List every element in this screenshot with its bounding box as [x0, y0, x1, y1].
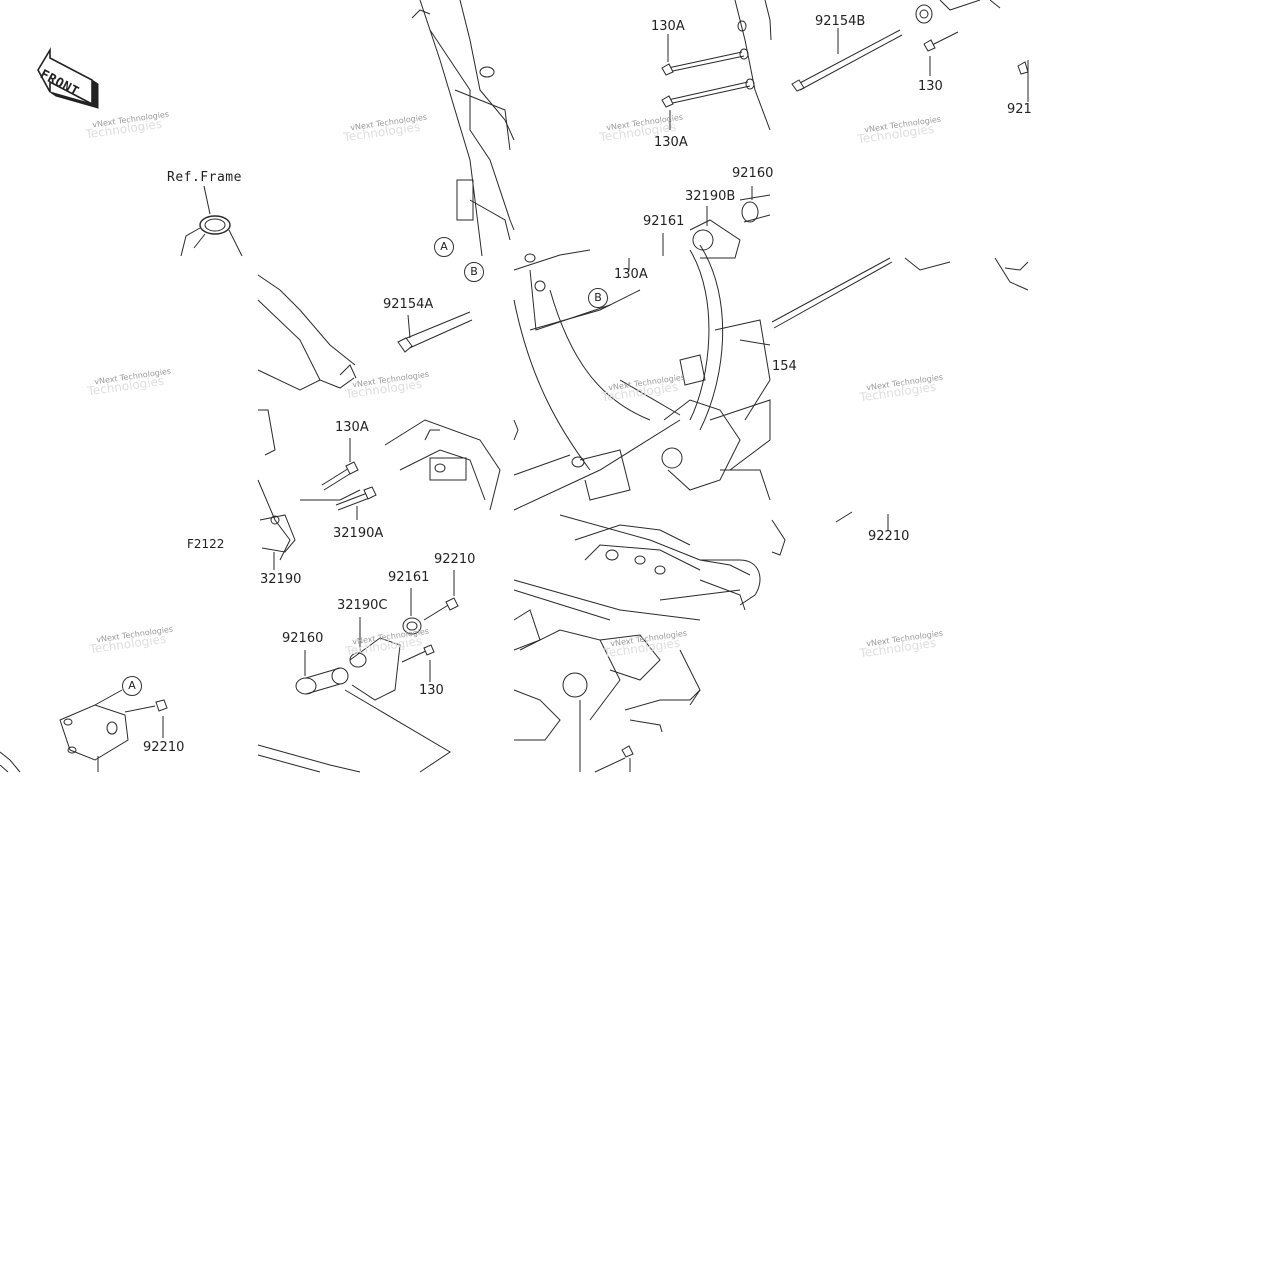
part-label-32190B: 32190B [685, 189, 736, 204]
callout-b: B [464, 262, 484, 282]
part-label-130: 130 [419, 683, 444, 698]
part-label-130A: 130A [614, 267, 648, 282]
bolt-130A-center [322, 438, 376, 520]
front-arrow-icon [38, 50, 98, 108]
bushing-group-32190C [258, 570, 458, 772]
ref-frame-label: Ref.Frame [167, 170, 242, 185]
part-label-32190: 32190 [260, 572, 302, 587]
part-label-92161: 92161 [643, 214, 685, 229]
part-label-921: 921 [1007, 102, 1032, 117]
bolt-92154A [398, 312, 472, 352]
part-label-92154A: 92154A [383, 297, 434, 312]
part-label-130A: 130A [651, 19, 685, 34]
frame-head-section [412, 0, 514, 256]
part-label-92210: 92210 [434, 552, 476, 567]
bolts-130A-top [662, 0, 771, 130]
lower-frame-section [514, 515, 760, 772]
part-label-130A: 130A [335, 420, 369, 435]
part-label-92154B: 92154B [815, 14, 866, 29]
ref-frame-tube [181, 186, 242, 256]
part-label-92160: 92160 [282, 631, 324, 646]
bolt-92154B [792, 0, 1028, 102]
callout-a: A [434, 237, 454, 257]
part-label-92210: 92210 [143, 740, 185, 755]
part-label-92210: 92210 [868, 529, 910, 544]
part-label-154: 154 [772, 359, 797, 374]
part-label-130: 130 [918, 79, 943, 94]
part-label-130A: 130A [654, 135, 688, 150]
callout-a: A [122, 676, 142, 696]
bracket-32190 [260, 515, 295, 570]
part-label-32190A: 32190A [333, 526, 384, 541]
main-frame-right [514, 186, 770, 510]
bolt-154-right [772, 258, 1028, 555]
bracket-plate-A [0, 690, 167, 772]
part-label-92160: 92160 [732, 166, 774, 181]
part-label-92161: 92161 [388, 570, 430, 585]
engine-bracket-mid [385, 420, 500, 510]
callout-b: B [588, 288, 608, 308]
part-label-32190C: 32190C [337, 598, 388, 613]
frame-left-rail [258, 275, 360, 560]
figure-code-label: F2122 [187, 537, 225, 551]
